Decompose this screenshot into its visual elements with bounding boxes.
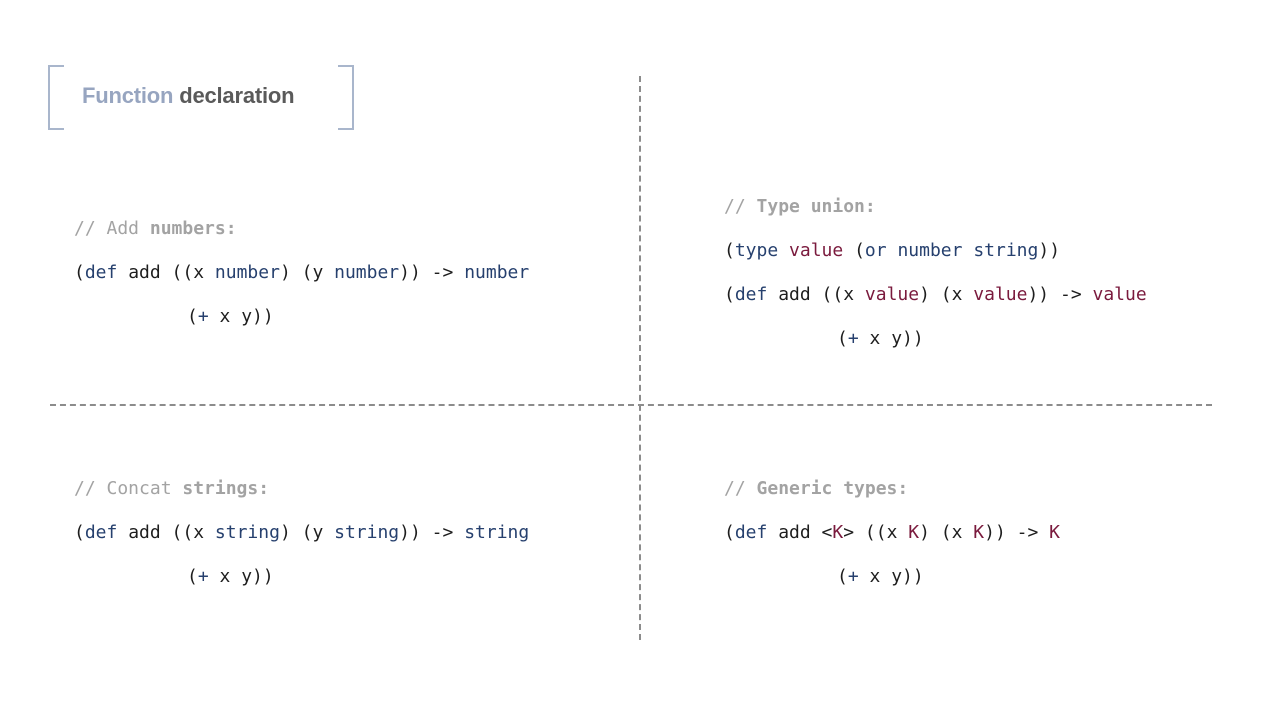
code-text: )) -> bbox=[399, 262, 465, 283]
code-value: value bbox=[864, 284, 920, 305]
comment-prefix: // bbox=[724, 478, 757, 499]
code-text: add ((x bbox=[117, 262, 215, 283]
code-line: (+ x y)) bbox=[187, 306, 274, 328]
code-text: > ((x bbox=[843, 522, 909, 543]
code-line: (+ x y)) bbox=[837, 566, 924, 588]
code-text: x y)) bbox=[858, 566, 924, 587]
code-operator: + bbox=[197, 566, 209, 587]
code-text: x y)) bbox=[208, 306, 274, 327]
comment-bold: Generic types: bbox=[756, 478, 909, 499]
code-text: ( bbox=[187, 306, 198, 327]
code-line: (def add ((x number) (y number)) -> numb… bbox=[74, 262, 529, 284]
code-text: ) (y bbox=[279, 262, 335, 283]
code-text: ( bbox=[837, 328, 848, 349]
code-text bbox=[962, 240, 973, 261]
code-operator: + bbox=[847, 328, 859, 349]
code-line: (def add ((x string) (y string)) -> stri… bbox=[74, 522, 529, 544]
comment-type-union: // Type union: bbox=[724, 196, 876, 218]
code-text: add ((x bbox=[117, 522, 215, 543]
code-text: ( bbox=[843, 240, 865, 261]
code-keyword: type bbox=[734, 240, 779, 261]
code-value: K bbox=[1049, 522, 1061, 543]
code-text: ( bbox=[724, 284, 735, 305]
code-text: ( bbox=[74, 262, 85, 283]
code-value: K bbox=[908, 522, 920, 543]
code-text: ( bbox=[74, 522, 85, 543]
title-word-function: Function bbox=[82, 83, 174, 108]
code-line: (type value (or number string)) bbox=[724, 240, 1060, 262]
code-line: (def add ((x value) (x value)) -> value bbox=[724, 284, 1147, 306]
title-word-declaration: declaration bbox=[179, 83, 295, 108]
code-text: ( bbox=[187, 566, 198, 587]
comment-bold: Type union: bbox=[756, 196, 876, 217]
title-left-bracket bbox=[48, 65, 64, 130]
code-text bbox=[778, 240, 789, 261]
code-text: ( bbox=[724, 240, 735, 261]
code-keyword: def bbox=[734, 284, 768, 305]
code-type: string bbox=[334, 522, 400, 543]
code-value: value bbox=[789, 240, 844, 261]
code-text: )) -> bbox=[984, 522, 1050, 543]
code-type: string bbox=[973, 240, 1039, 261]
horizontal-divider bbox=[50, 404, 1212, 406]
code-value: K bbox=[832, 522, 844, 543]
code-line: (+ x y)) bbox=[187, 566, 274, 588]
code-text bbox=[887, 240, 898, 261]
code-text: ) (y bbox=[279, 522, 335, 543]
code-value: value bbox=[973, 284, 1028, 305]
comment-bold: strings: bbox=[182, 478, 270, 499]
code-keyword: def bbox=[734, 522, 768, 543]
code-keyword: def bbox=[84, 522, 118, 543]
code-type: number bbox=[464, 262, 530, 283]
code-text: )) -> bbox=[399, 522, 465, 543]
slide-title: Function declaration bbox=[82, 83, 295, 109]
code-type: number bbox=[214, 262, 280, 283]
comment-prefix: // bbox=[724, 196, 757, 217]
comment-concat-strings: // Concat strings: bbox=[74, 478, 269, 500]
code-text: ) (x bbox=[919, 284, 974, 305]
code-keyword: or bbox=[864, 240, 887, 261]
code-value: value bbox=[1092, 284, 1147, 305]
comment-prefix: // Add bbox=[74, 218, 150, 239]
code-line: (+ x y)) bbox=[837, 328, 924, 350]
code-keyword: def bbox=[84, 262, 118, 283]
comment-prefix: // Concat bbox=[74, 478, 183, 499]
code-text: x y)) bbox=[208, 566, 274, 587]
code-text: )) -> bbox=[1027, 284, 1093, 305]
code-text: add < bbox=[767, 522, 833, 543]
code-text: ( bbox=[837, 566, 848, 587]
code-operator: + bbox=[847, 566, 859, 587]
slide-title-box: Function declaration bbox=[48, 65, 354, 130]
comment-add-numbers: // Add numbers: bbox=[74, 218, 237, 240]
code-type: number bbox=[897, 240, 963, 261]
code-operator: + bbox=[197, 306, 209, 327]
title-right-bracket bbox=[338, 65, 354, 130]
code-text: ( bbox=[724, 522, 735, 543]
code-text: add ((x bbox=[767, 284, 865, 305]
comment-bold: numbers: bbox=[149, 218, 237, 239]
code-line: (def add <K> ((x K) (x K)) -> K bbox=[724, 522, 1060, 544]
code-type: number bbox=[334, 262, 400, 283]
code-type: string bbox=[464, 522, 530, 543]
comment-generic-types: // Generic types: bbox=[724, 478, 908, 500]
code-text: )) bbox=[1038, 240, 1061, 261]
code-text: x y)) bbox=[858, 328, 924, 349]
vertical-divider bbox=[639, 76, 641, 640]
code-type: string bbox=[214, 522, 280, 543]
code-value: K bbox=[973, 522, 985, 543]
code-text: ) (x bbox=[919, 522, 974, 543]
